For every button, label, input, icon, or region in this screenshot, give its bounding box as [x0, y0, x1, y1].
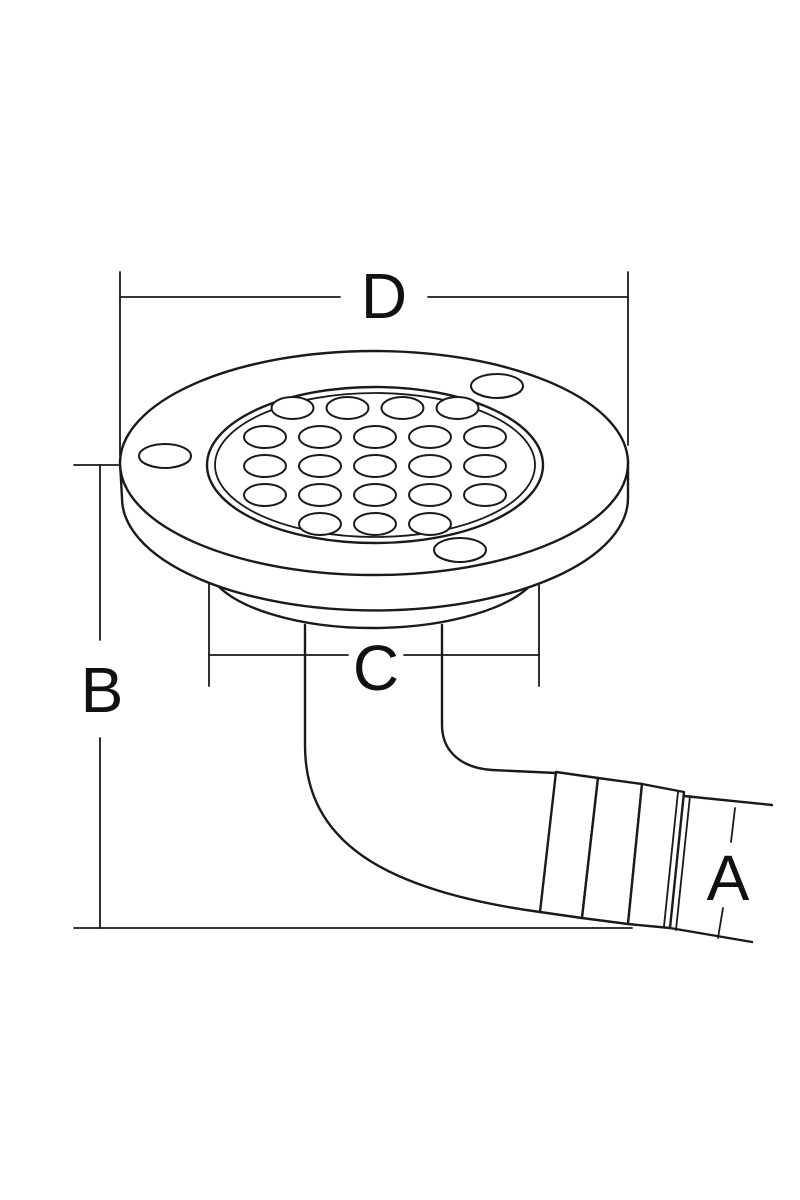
strainer-holes: [243, 396, 507, 536]
strainer-hole: [298, 512, 342, 536]
elbow-inner-wall: [440, 623, 558, 775]
strainer-hole: [270, 396, 315, 420]
strainer-hole: [408, 454, 452, 478]
strainer-hole: [463, 483, 507, 507]
hose-barb-collar-line: [663, 791, 679, 927]
dimension-b-label: B: [81, 654, 124, 726]
elbow-pipe: [303, 623, 558, 914]
strainer-hole: [243, 454, 287, 478]
hose-barb-collar-line-2: [675, 795, 691, 931]
hose-barb-tail-top: [682, 794, 774, 807]
dimension-c: C: [208, 574, 540, 704]
screw-hole-left: [138, 443, 192, 469]
strainer-hole: [298, 425, 342, 449]
hose-barb: [538, 770, 774, 944]
dimension-a-label: A: [707, 842, 750, 914]
dimension-a-line-top: [730, 807, 736, 843]
dimension-a: A: [707, 807, 750, 939]
strainer-hole: [298, 483, 342, 507]
strainer-hole: [353, 454, 397, 478]
strainer-hole: [408, 425, 452, 449]
strainer-hole: [243, 483, 287, 507]
strainer-hole: [298, 454, 342, 478]
strainer-hole: [380, 396, 425, 420]
strainer-hole: [463, 425, 507, 449]
screw-hole-top-right: [470, 373, 524, 399]
flange: [118, 349, 630, 612]
dimension-c-label: C: [353, 632, 399, 704]
dimension-a-line-bottom: [717, 907, 724, 939]
strainer-plate-rim: [214, 392, 536, 538]
strainer-hole: [408, 483, 452, 507]
screw-holes: [138, 373, 524, 563]
strainer-hole: [353, 483, 397, 507]
strainer-hole: [435, 396, 480, 420]
hose-barb-tail-bottom: [668, 926, 754, 944]
strainer-hole: [353, 512, 397, 536]
screw-hole-bottom: [433, 537, 487, 563]
dimension-b: B: [73, 464, 633, 929]
elbow-outer-wall: [303, 623, 542, 914]
dimension-d-label: D: [361, 260, 407, 332]
strainer-hole: [243, 425, 287, 449]
strainer-hole: [408, 512, 452, 536]
strainer-hole: [353, 425, 397, 449]
dimension-d: D: [119, 260, 629, 456]
strainer-hole: [325, 396, 370, 420]
strainer-hole: [463, 454, 507, 478]
